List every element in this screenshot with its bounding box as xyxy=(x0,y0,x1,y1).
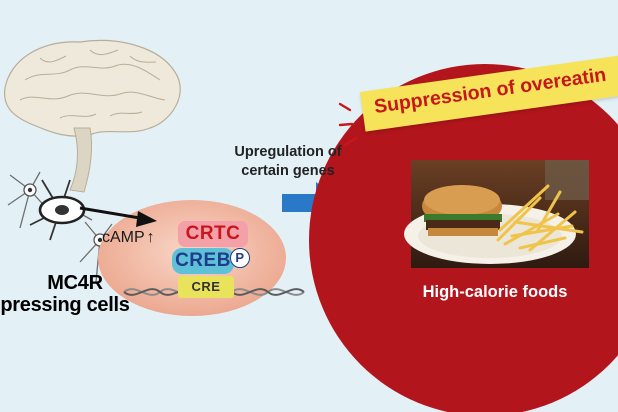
upregulation-label-line1: Upregulation of xyxy=(234,144,342,160)
camp-text: cAMP xyxy=(102,229,145,246)
camp-label: cAMP↑ xyxy=(102,229,155,247)
phospho-badge: P xyxy=(230,248,250,268)
brain-illustration xyxy=(4,39,181,193)
banner-burst-marks xyxy=(338,102,358,147)
crtc-molecule: CRTC xyxy=(178,221,248,247)
cell-label-line2: pressing cells xyxy=(0,294,130,316)
upregulation-label-line2: certain genes xyxy=(241,163,335,179)
food-photo xyxy=(404,160,589,268)
cre-element: CRE xyxy=(178,276,234,298)
neuron-to-nucleus-arrow xyxy=(79,206,157,227)
upregulation-label: Upregulation of certain genes xyxy=(225,143,351,181)
camp-up-arrow: ↑ xyxy=(146,229,155,246)
food-label: High-calorie foods xyxy=(422,283,568,301)
cell-label-line1: MC4R xyxy=(47,272,103,294)
creb-molecule: CREB xyxy=(172,248,234,274)
